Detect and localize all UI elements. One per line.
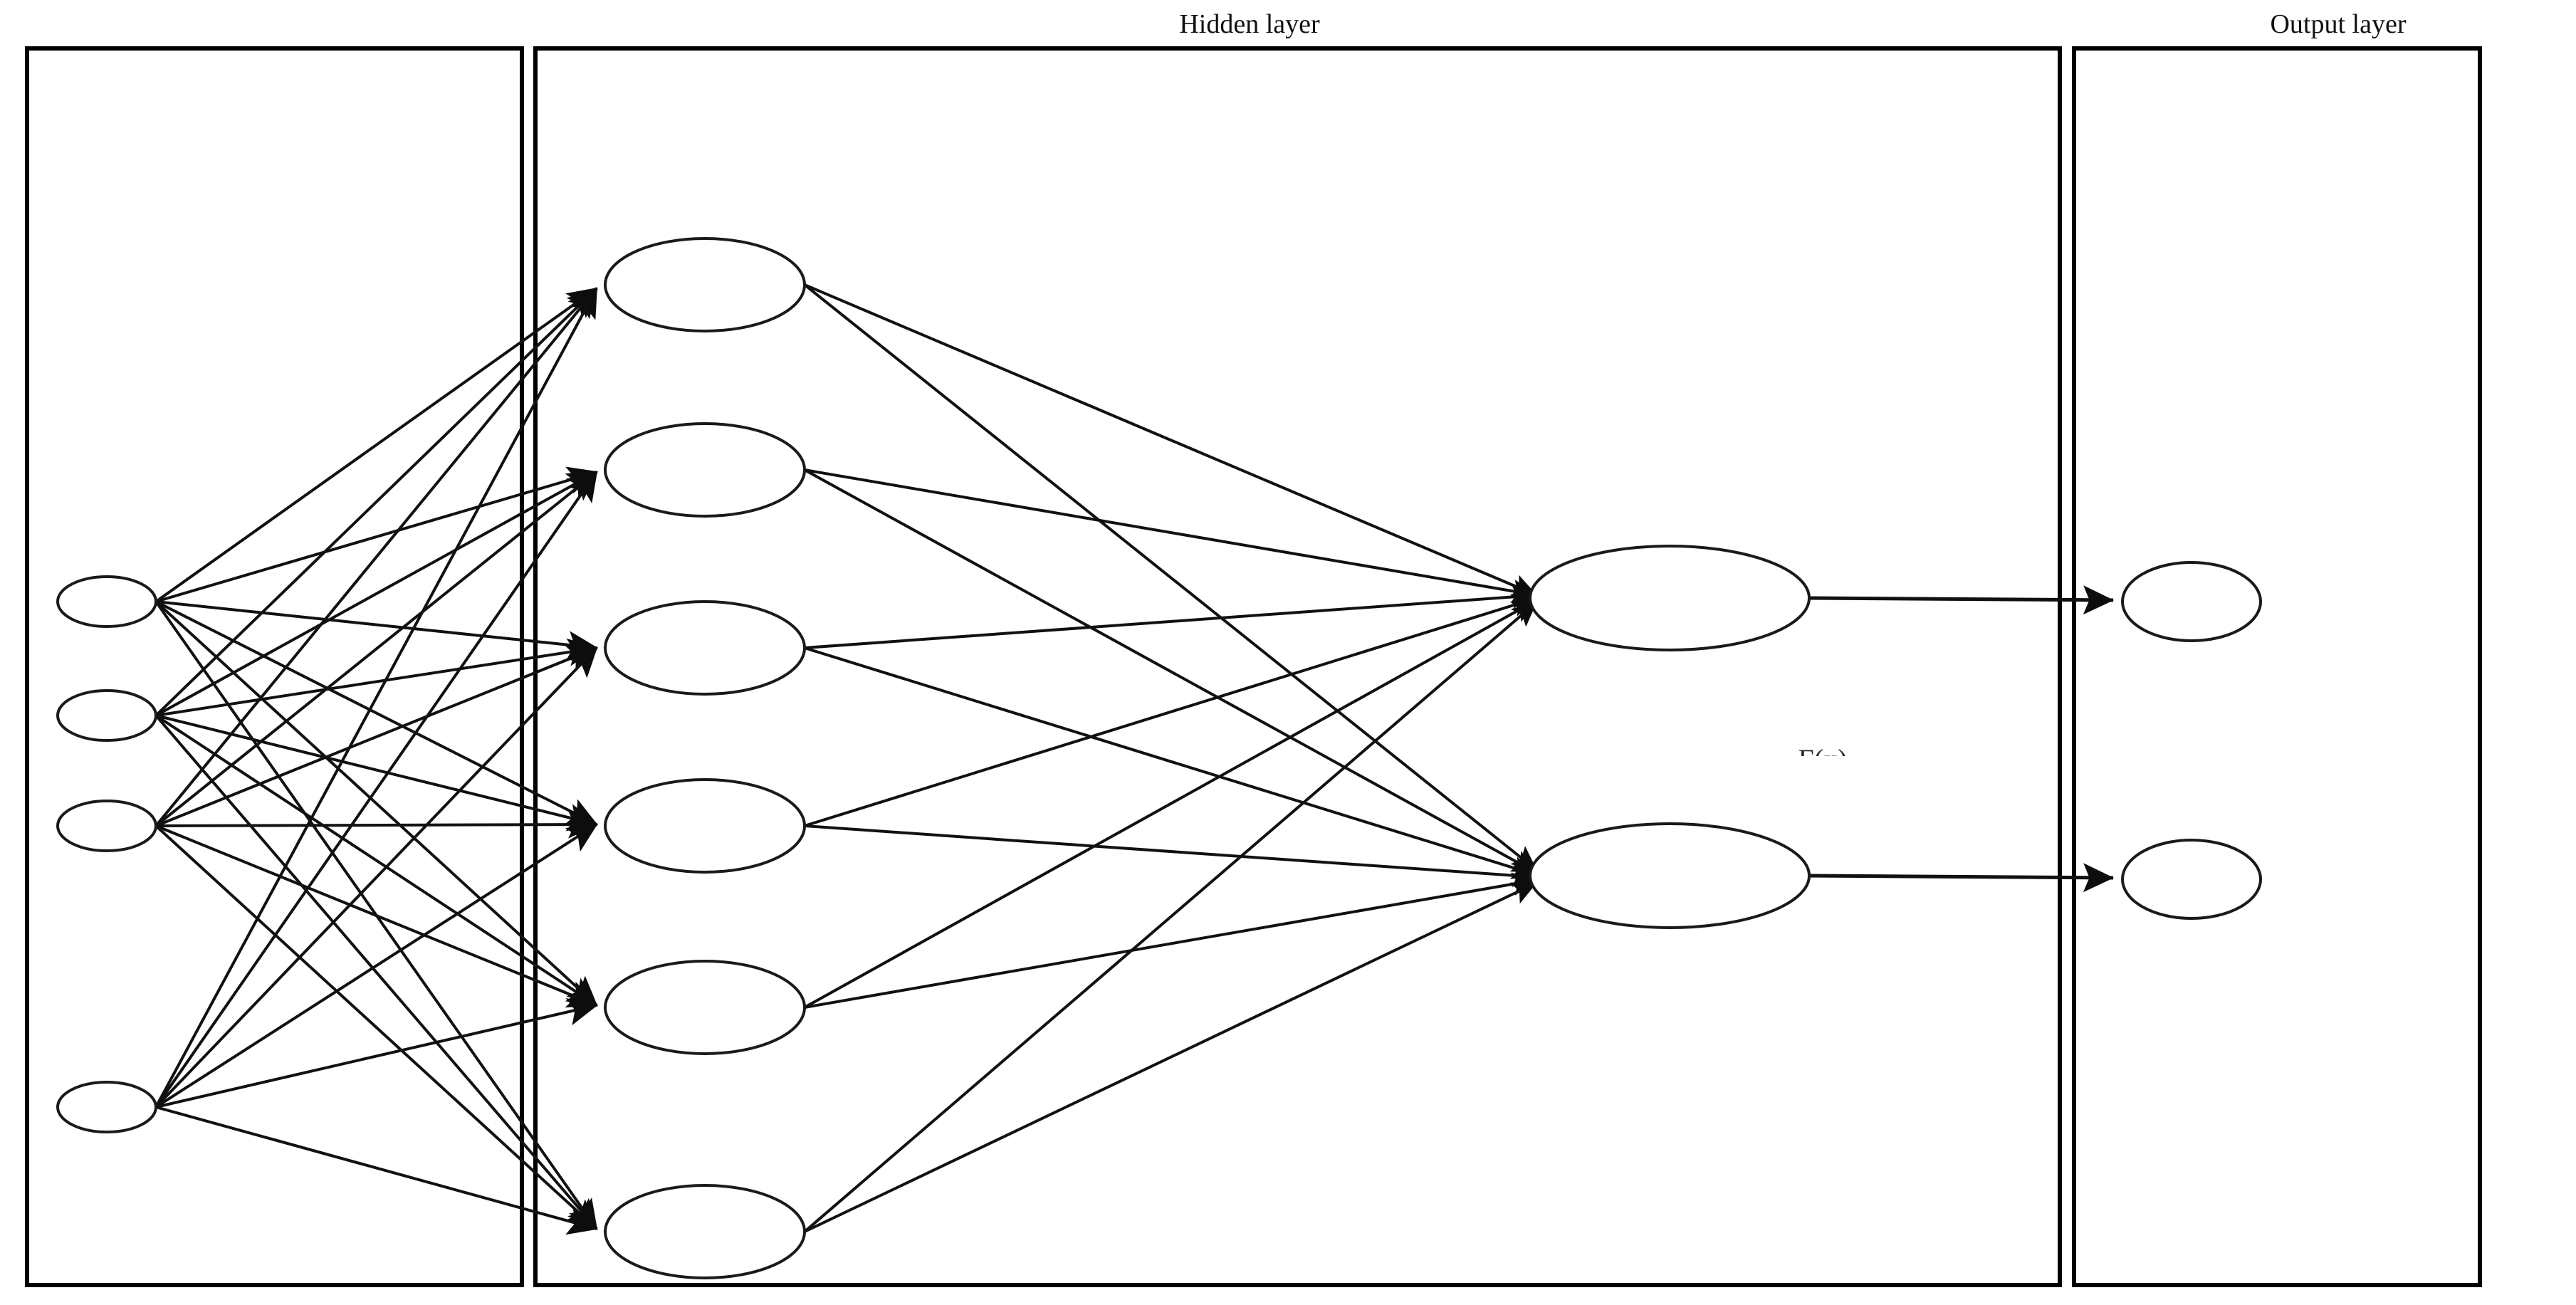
- hidden1-node-5[interactable]: [604, 960, 806, 1055]
- edge-in2-h4: [155, 714, 598, 832]
- edge-in4-h3: [155, 646, 598, 1109]
- edge-in3-h5: [155, 824, 598, 1008]
- edge-in4-h6: [155, 1106, 598, 1235]
- edge-in1-h5: [155, 600, 598, 1007]
- input-node-4[interactable]: [56, 1081, 157, 1133]
- edge-in3-h3: [155, 645, 598, 827]
- output-layer-label: Output layer: [2270, 9, 2406, 39]
- edge-h2-g1: [804, 468, 1537, 603]
- edge-h1-g2: [803, 283, 1538, 871]
- edge-h5-g1: [804, 599, 1537, 1009]
- edge-g1-out1: [1808, 585, 2114, 615]
- output-panel-frame: [2072, 46, 2482, 1287]
- hidden2-node-1[interactable]: [1529, 545, 1811, 651]
- hidden-layer-2-nodes: [1529, 545, 1811, 929]
- edge-in1-h3: [155, 600, 598, 659]
- edge-in3-h1: [155, 287, 598, 827]
- edge-in3-h2: [155, 471, 598, 827]
- hidden1-node-6[interactable]: [604, 1184, 806, 1279]
- hidden-panel-frame: [533, 46, 2062, 1287]
- edge-in4-h2: [155, 471, 598, 1109]
- edge-h5-g2: [804, 872, 1537, 1009]
- edge-in2-h6: [155, 714, 598, 1230]
- hidden1-node-3[interactable]: [604, 600, 806, 696]
- edge-h4-g2: [804, 824, 1537, 888]
- edge-in2-h3: [155, 638, 598, 717]
- edge-h6-g2: [804, 881, 1537, 1233]
- edge-in2-h1: [155, 287, 598, 717]
- transfer-function-annotation-clip: F(x): [1759, 740, 1887, 756]
- edge-h2-g2: [804, 468, 1537, 874]
- edge-h6-g1: [803, 601, 1538, 1233]
- edge-h3-g1: [804, 585, 1537, 649]
- transfer-function-label: F(x): [1799, 743, 1848, 756]
- hidden1-node-2[interactable]: [604, 422, 806, 518]
- panel-frames: [25, 46, 2482, 1287]
- input-layer-nodes: [56, 575, 157, 1133]
- edge-in4-h1: [155, 287, 598, 1108]
- output-layer-nodes: [2121, 561, 2262, 920]
- input-panel-frame: [25, 46, 524, 1287]
- edge-in4-h5: [155, 997, 598, 1109]
- hidden2-node-2[interactable]: [1529, 822, 1811, 929]
- edge-in2-h2: [155, 471, 598, 717]
- edges-hidden1-to-hidden2: [803, 283, 1538, 1233]
- edge-h3-g2: [804, 646, 1537, 879]
- input-node-2[interactable]: [56, 689, 157, 742]
- edge-in2-h5: [155, 714, 598, 1007]
- edges-hidden2-to-output: [1808, 585, 2114, 893]
- edge-g2-out2: [1808, 863, 2114, 893]
- transfer-function-annotation-svg: F(x): [1799, 743, 1848, 756]
- hidden1-node-4[interactable]: [604, 778, 806, 874]
- edge-in4-h4: [155, 823, 598, 1109]
- hidden-layer-1-nodes: [604, 237, 806, 1279]
- edge-h4-g1: [804, 594, 1537, 827]
- output-node-1[interactable]: [2121, 561, 2262, 642]
- edge-in1-h1: [155, 287, 598, 603]
- input-node-1[interactable]: [56, 575, 157, 628]
- edge-in1-h4: [155, 600, 598, 826]
- edge-in1-h2: [155, 466, 598, 603]
- hidden1-node-1[interactable]: [604, 237, 806, 332]
- input-node-3[interactable]: [56, 800, 157, 852]
- edge-h1-g1: [804, 283, 1537, 597]
- output-node-2[interactable]: [2121, 839, 2262, 920]
- hidden-layer-label: Hidden layer: [1179, 9, 1320, 39]
- edge-in3-h4: [155, 810, 598, 839]
- edge-in3-h6: [155, 824, 598, 1230]
- edges-input-to-hidden1: [155, 287, 598, 1235]
